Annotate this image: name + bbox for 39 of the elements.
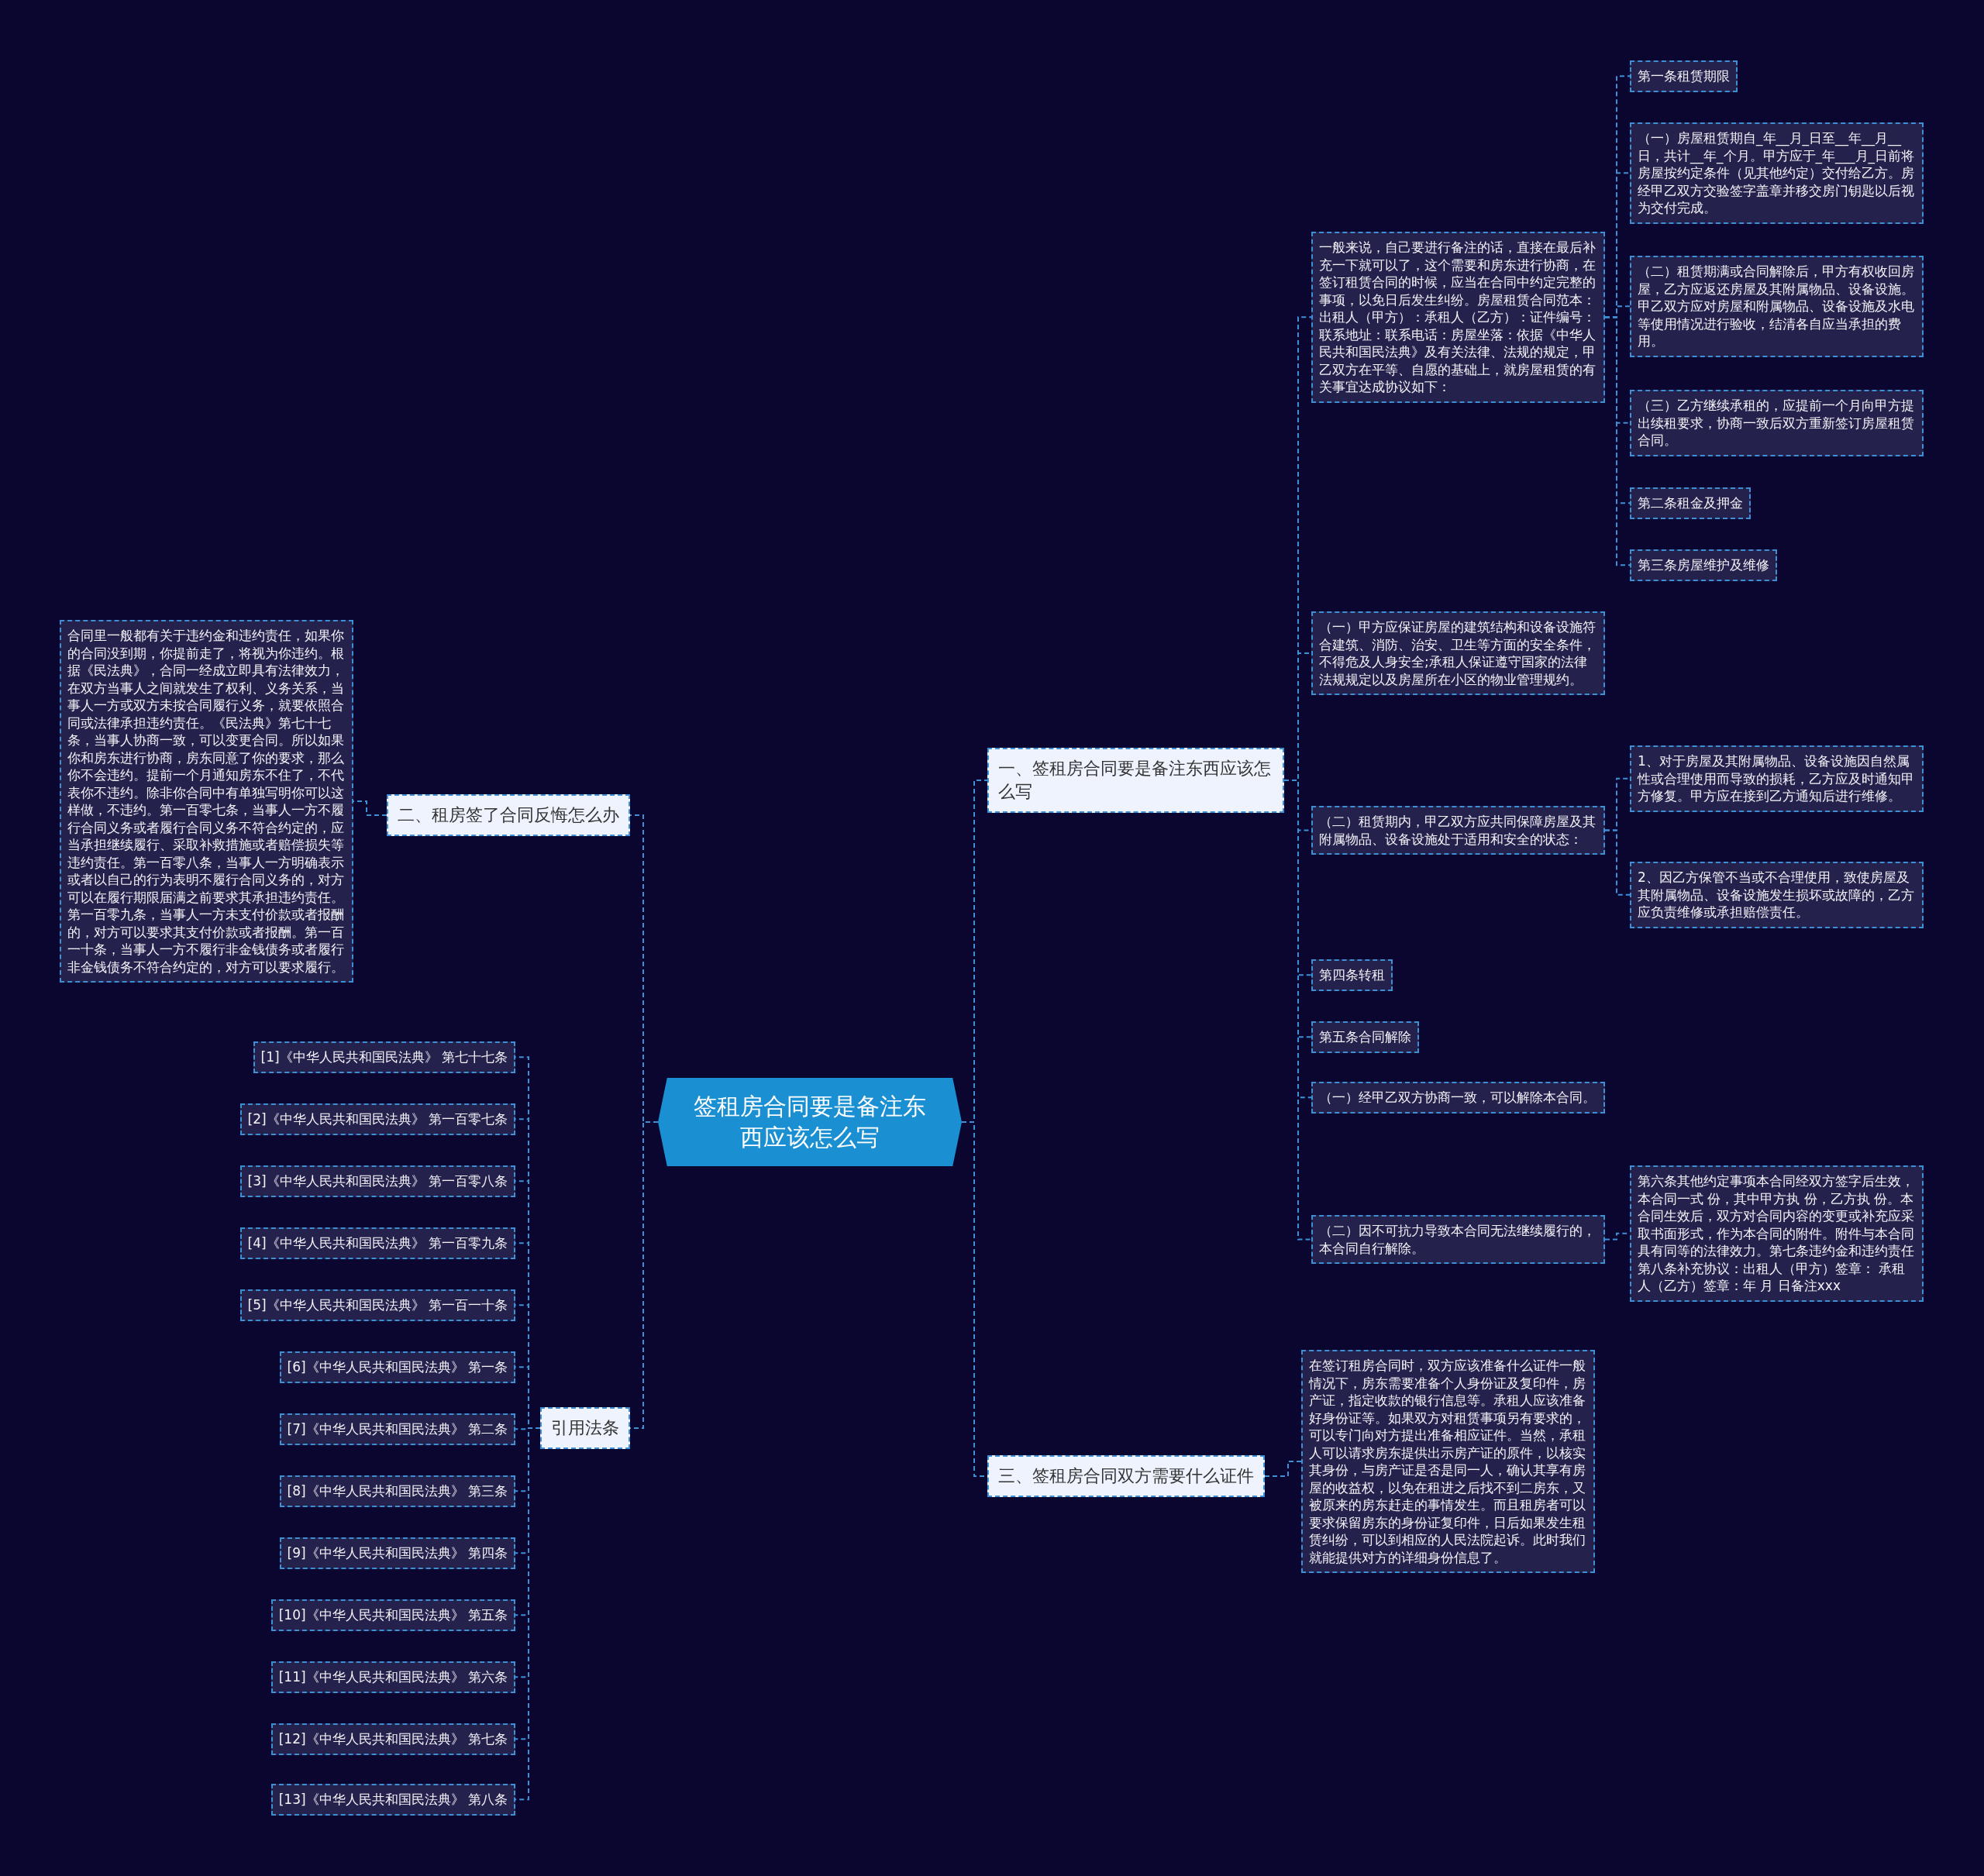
subtopic-note: [6]《中华人民共和国民法典》 第一条 (279, 1351, 515, 1383)
subtopic-note: [11]《中华人民共和国民法典》 第六条 (270, 1661, 515, 1693)
subtopic-note: [7]《中华人民共和国民法典》 第二条 (279, 1413, 515, 1445)
connector-line (1604, 829, 1631, 896)
connector-line (1604, 316, 1631, 566)
subtopic-note: [1]《中华人民共和国民法典》 第七十七条 (253, 1041, 515, 1073)
subtopic-note: （一）甲方应保证房屋的建筑结构和设备设施符合建筑、消防、治安、卫生等方面的安全条件，不得危及人身安全;承租人保证遵守国家的法律法规规定以及房屋所在小区的物业管理规约。 (1311, 611, 1605, 695)
subtopic-note: [8]《中华人民共和国民法典》 第三条 (279, 1475, 515, 1507)
branch-topic: 三、签租房合同双方需要什么证件 (987, 1455, 1265, 1497)
subtopic-note: （一）经甲乙双方协商一致，可以解除本合同。 (1311, 1082, 1605, 1114)
subtopic-note: 第五条合同解除 (1311, 1021, 1419, 1053)
subtopic-note: 2、因乙方保管不当或不合理使用，致使房屋及其附属物品、设备设施发生损坏或故障的，乙方应负责维修或承担赔偿责任。 (1630, 862, 1924, 928)
subtopic-note: [5]《中华人民共和国民法典》 第一百一十条 (239, 1289, 515, 1321)
branch-topic: 一、签租房合同要是备注东西应该怎么写 (987, 748, 1284, 813)
branch-topic: 二、租房签了合同反悔怎么办 (387, 794, 630, 836)
subtopic-note: 第四条转租 (1311, 959, 1393, 991)
subtopic-note: [4]《中华人民共和国民法典》 第一百零九条 (239, 1227, 515, 1259)
subtopic-note: （二）租赁期满或合同解除后，甲方有权收回房屋，乙方应返还房屋及其附属物品、设备设施。甲乙双方应对房屋和附属物品、设备设施及水电等使用情况进行验收，结清各自应当承担的费用。 (1630, 256, 1924, 357)
subtopic-note: 一般来说，自己要进行备注的话，直接在最后补充一下就可以了，这个需要和房东进行协商，在签订租赁合同的时候，应当在合同中约定完整的事项，以免日后发生纠纷。房屋租赁合同范本：出租人（甲方）：承租人（乙方）：证件编号：联系地址：联系电话：房屋坐落：依据《中华人民共和国民法典》及有关法律、法规的规定，甲乙双方在平等、自愿的基础上，就房屋租赁的有关事宜达成协议如下： (1311, 232, 1605, 403)
subtopic-note: 在签订租房合同时，双方应该准备什么证件一般情况下，房东需要准备个人身份证及复印件，房产证，指定收款的银行信息等。承租人应该准备好身份证等。如果双方对租赁事项另有要求的，可以专门向对方提出准备相应证件。当然，承租人可以请求房东提供出示房产证的原件，以核实其身份，与房产证是否是同一人，确认其享有房屋的收益权，以免在租进之后找不到二房东，又被原来的房东赶走的事情发生。而且租房者可以要求保留房东的身份证复印件，日后如果发生租赁纠纷，可以到相应的人民法院起诉。此时我们就能提供对方的详细身份信息了。 (1301, 1350, 1595, 1573)
subtopic-note: 第六条其他约定事项本合同经双方签字后生效，本合同一式 份，其中甲方执 份，乙方执 份。本合同生效后，双方对合同内容的变更或补充应采取书面形式，作为本合同的附件。附件与本合同具有同等的法律效力。第七条违约金和违约责任第八条补充协议：出租人（甲方）签章： 承租人（乙方）签章：年 月 日备注xxx (1630, 1165, 1924, 1302)
branch-topic: 引用法条 (540, 1407, 630, 1449)
connector-line (1264, 1461, 1302, 1477)
subtopic-note: [2]《中华人民共和国民法典》 第一百零七条 (239, 1103, 515, 1135)
subtopic-note: 1、对于房屋及其附属物品、设备设施因自然属性或合理使用而导致的损耗，乙方应及时通知甲方修复。甲方应在接到乙方通知后进行维修。 (1630, 745, 1924, 812)
subtopic-note: 第一条租赁期限 (1630, 60, 1738, 92)
subtopic-note: 合同里一般都有关于违约金和违约责任，如果你的合同没到期，你提前走了，将视为你违约。根据《民法典》，合同一经成立即具有法律效力，在双方当事人之间就发生了权利、义务关系，当事人一方或双方未按合同履行义务，就要依照合同或法律承担违约责任。《民法典》第七十七条，当事人协商一致，可以变更合同。所以如果你和房东进行协商，房东同意了你的要求，那么你不会违约。提前一个月通知房东不住了，不代表你不违约。除非你合同中有单独写明你可以这样做，不违约。第一百零七条，当事人一方不履行合同义务或者履行合同义务不符合约定的，应当承担继续履行、采取补救措施或者赔偿损失等违约责任。第一百零八条，当事人一方明确表示或者以自己的行为表明不履行合同义务的，对方可以在履行期限届满之前要求其承担违约责任。第一百零九条，当事人一方未支付价款或者报酬的，对方可以要求其支付价款或者报酬。第一百一十条，当事人一方不履行非金钱债务或者履行非金钱债务不符合约定的，对方可以要求履行。 (60, 620, 353, 983)
subtopic-note: 第三条房屋维护及维修 (1630, 549, 1777, 581)
subtopic-note: （一）房屋租赁期自_年__月_日至__年__月__日，共计__年_个月。甲方应于_年___月_日前将房屋按约定条件（见其他约定）交付给乙方。房经甲乙双方交验签字盖章并移交房门钥匙以后视为交付完成。 (1630, 122, 1924, 224)
subtopic-note: [9]《中华人民共和国民法典》 第四条 (279, 1537, 515, 1569)
subtopic-note: 第二条租金及押金 (1630, 487, 1751, 519)
subtopic-note: [3]《中华人民共和国民法典》 第一百零八条 (239, 1165, 515, 1197)
central-topic: 签租房合同要是备注东西应该怎么写 (658, 1078, 962, 1166)
subtopic-note: （二）因不可抗力导致本合同无法继续履行的，本合同自行解除。 (1311, 1215, 1605, 1264)
subtopic-note: （二）租赁期内，甲乙双方应共同保障房屋及其附属物品、设备设施处于适用和安全的状态： (1311, 806, 1605, 855)
subtopic-note: [12]《中华人民共和国民法典》 第七条 (270, 1723, 515, 1755)
subtopic-note: [10]《中华人民共和国民法典》 第五条 (270, 1599, 515, 1631)
subtopic-note: （三）乙方继续承租的，应提前一个月向甲方提出续租要求，协商一致后双方重新签订房屋租赁合同。 (1630, 390, 1924, 456)
subtopic-note: [13]《中华人民共和国民法典》 第八条 (270, 1784, 515, 1816)
